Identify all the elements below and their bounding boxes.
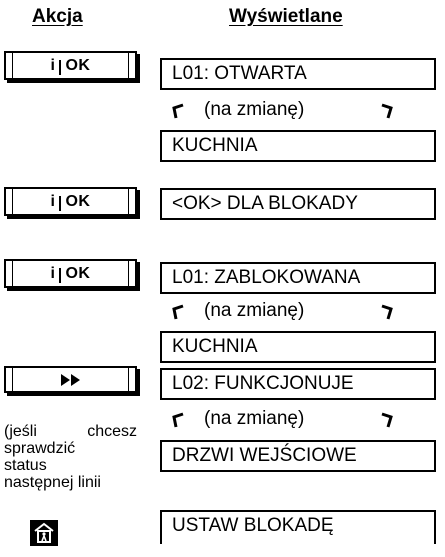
next-button[interactable]	[4, 366, 137, 393]
display-zone-front-door: DRZWI WEJŚCIOWE	[160, 440, 436, 472]
note-line-3: status	[4, 457, 47, 474]
display-zone-kitchen-1: KUCHNIA	[160, 130, 436, 162]
note-word-1: (jeśli	[4, 423, 37, 440]
curved-arrow-left-icon	[172, 412, 184, 428]
alternating-text: (na zmianę)	[204, 99, 305, 120]
ok-button-2[interactable]: i OK	[4, 187, 137, 216]
info-icon: i	[50, 56, 56, 74]
note-line-4: następnej linii	[4, 474, 101, 491]
alternating-indicator-1: (na zmianę)	[160, 96, 430, 124]
display-column-header: Wyświetlane	[229, 6, 343, 27]
curved-arrow-right-icon	[381, 304, 393, 320]
ok-button-label: OK	[65, 56, 91, 74]
alternating-text: (na zmianę)	[204, 300, 305, 321]
divider-bar	[59, 60, 62, 75]
note-word-2: chcesz	[87, 423, 137, 440]
divider-bar	[59, 268, 62, 283]
ok-button-3[interactable]: i OK	[4, 259, 137, 288]
curved-arrow-right-icon	[381, 412, 393, 428]
action-column-header: Akcja	[32, 6, 83, 27]
curved-arrow-left-icon	[172, 103, 184, 119]
display-line-status-open: L01: OTWARTA	[160, 58, 436, 90]
ok-button-label: OK	[65, 264, 91, 282]
display-set-lock: USTAW BLOKADĘ	[160, 510, 436, 544]
next-line-note: (jeśli chcesz sprawdzić status następnej…	[4, 423, 137, 491]
alternating-text: (na zmianę)	[204, 408, 305, 429]
fast-forward-icon	[60, 373, 80, 386]
alternating-indicator-2: (na zmianę)	[160, 297, 430, 325]
display-zone-kitchen-2: KUCHNIA	[160, 331, 436, 363]
home-button[interactable]	[30, 520, 58, 546]
display-line-locked: L01: ZABLOKOWANA	[160, 262, 436, 294]
ok-button-label: OK	[65, 192, 91, 210]
home-shield-icon	[34, 522, 54, 543]
divider-bar	[59, 196, 62, 211]
note-line-2: sprawdzić	[4, 440, 76, 457]
curved-arrow-left-icon	[172, 304, 184, 320]
alternating-indicator-3: (na zmianę)	[160, 405, 430, 433]
display-ok-to-lock: <OK> DLA BLOKADY	[160, 188, 436, 220]
curved-arrow-right-icon	[381, 103, 393, 119]
display-line-functioning: L02: FUNKCJONUJE	[160, 368, 436, 400]
info-icon: i	[50, 192, 56, 210]
info-icon: i	[50, 264, 56, 282]
ok-button-1[interactable]: i OK	[4, 51, 137, 80]
